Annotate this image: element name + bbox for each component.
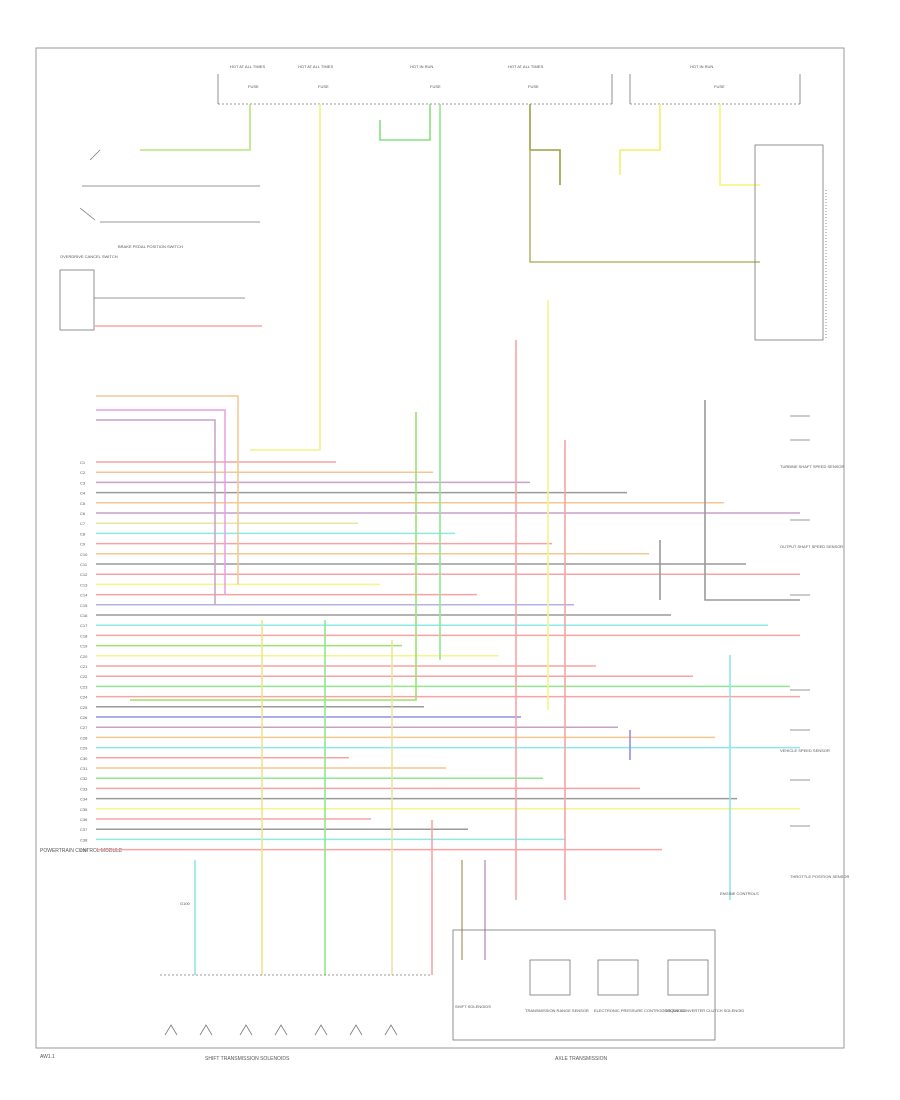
pcm-pin-27: C27: [80, 725, 88, 730]
pcm-pin-column: C1C2C3C4C5C6C7C8C9C10C11C12C13C14C15C16C…: [80, 460, 88, 853]
left-group-label: SHIFT TRANSMISSION SOLENOIDS: [205, 1056, 290, 1062]
fuse-panel: [217, 74, 801, 105]
pcm-pin-37: C37: [80, 827, 88, 832]
pcm-pin-10: C10: [80, 552, 88, 557]
pcm-pin-36: C36: [80, 817, 88, 822]
right-group-label: AXLE TRANSMISSION: [555, 1056, 608, 1062]
fuse-box-4-sub: FUSE: [528, 84, 539, 89]
pcm-pin-5: C5: [80, 501, 86, 506]
pcm-pin-3: C3: [80, 480, 86, 485]
trans-range-label: TRANSMISSION RANGE SENSOR: [525, 1008, 589, 1013]
diagram-frame: [35, 47, 845, 1049]
pcm-pin-34: C34: [80, 797, 88, 802]
pcm-pin-31: C31: [80, 766, 88, 771]
fuse-box-4-title: HOT AT ALL TIMES: [508, 64, 543, 69]
fuse-box-4: HOT AT ALL TIMES FUSE: [508, 64, 543, 89]
pcm-pin-6: C6: [80, 511, 86, 516]
tcc-label: TORQUE CONVERTER CLUTCH SOLENOID: [662, 1008, 744, 1013]
pcm-pin-16: C16: [80, 613, 88, 618]
fuse-box-1-title: HOT AT ALL TIMES: [230, 64, 265, 69]
pcm-pin-39: C39: [80, 848, 88, 853]
pcm-pin-7: C7: [80, 521, 86, 526]
pcm-pin-30: C30: [80, 756, 88, 761]
pcm-pin-33: C33: [80, 786, 88, 791]
fuse-box-2-sub: FUSE: [318, 84, 329, 89]
footer-code: AW1.1: [40, 1054, 55, 1060]
fan-wire-1: [96, 395, 239, 585]
pcm-pin-22: C22: [80, 674, 88, 679]
fuse-box-3: HOT IN RUN FUSE: [410, 64, 441, 89]
ground-label: G100: [180, 901, 191, 906]
pcm-pin-1: C1: [80, 460, 86, 465]
pcm-pin-12: C12: [80, 572, 88, 577]
engine-controls-label: ENGINE CONTROLS: [720, 891, 759, 896]
pcm-pin-13: C13: [80, 582, 88, 587]
fuse-box-5-title: HOT IN RUN: [690, 64, 713, 69]
pcm-pin-26: C26: [80, 715, 88, 720]
pcm-pin-35: C35: [80, 807, 88, 812]
pcm-pin-18: C18: [80, 633, 88, 638]
pcm-pin-23: C23: [80, 684, 88, 689]
right-connectors: [790, 415, 810, 827]
relay-module: [754, 144, 827, 341]
brake-switch-area: [59, 149, 262, 331]
pcm-pin-32: C32: [80, 776, 88, 781]
pcm-pin-8: C8: [80, 531, 86, 536]
fan-wire-3: [96, 419, 216, 605]
fuse-box-2-title: HOT AT ALL TIMES: [298, 64, 333, 69]
pcm-pin-28: C28: [80, 735, 88, 740]
pcm-pin-24: C24: [80, 695, 88, 700]
fuse-box-3-sub: FUSE: [430, 84, 441, 89]
pcm-pin-11: C11: [80, 562, 88, 567]
fuse-box-2: HOT AT ALL TIMES FUSE: [298, 64, 333, 89]
fuse-drops: [140, 104, 760, 451]
pcm-pin-29: C29: [80, 746, 88, 751]
pcm-pin-19: C19: [80, 644, 88, 649]
fuse-box-1: HOT AT ALL TIMES FUSE: [230, 64, 265, 89]
brake-switch-label: BRAKE PEDAL POSITION SWITCH: [118, 244, 183, 249]
fuse-box-1-sub: FUSE: [248, 84, 259, 89]
pcm-pin-14: C14: [80, 593, 88, 598]
pcm-pin-15: C15: [80, 603, 88, 608]
overdrive-switch-label: OVERDRIVE CANCEL SWITCH: [60, 254, 118, 259]
solenoid-drops: [194, 620, 486, 975]
pcm-label: POWERTRAIN CONTROL MODULE: [40, 848, 123, 854]
pcm-pin-20: C20: [80, 654, 88, 659]
oss-label: OUTPUT SHAFT SPEED SENSOR: [780, 544, 843, 549]
shift-solenoids-label: SHIFT SOLENOIDS: [455, 1004, 491, 1009]
pcm-pin-38: C38: [80, 837, 88, 842]
fuse-box-5: HOT IN RUN FUSE: [690, 64, 725, 89]
pcm-pin-2: C2: [80, 470, 86, 475]
pcm-pin-17: C17: [80, 623, 88, 628]
pcm-pin-9: C9: [80, 542, 86, 547]
harness-wires: [96, 395, 800, 851]
pcm-pin-25: C25: [80, 705, 88, 710]
fuse-box-5-sub: FUSE: [714, 84, 725, 89]
fuse-box-3-title: HOT IN RUN: [410, 64, 433, 69]
transmission-components: [160, 929, 716, 1041]
trunk-wires: [130, 104, 800, 900]
tps-label: THROTTLE POSITION SENSOR: [790, 874, 849, 879]
fan-wire-2: [96, 409, 226, 595]
vss-label: VEHICLE SPEED SENSOR: [780, 748, 830, 753]
tss-label: TURBINE SHAFT SPEED SENSOR: [780, 464, 844, 469]
epc-label: ELECTRONIC PRESSURE CONTROL SOLENOID: [594, 1008, 685, 1013]
pcm-pin-21: C21: [80, 664, 88, 669]
pcm-pin-4: C4: [80, 491, 86, 496]
